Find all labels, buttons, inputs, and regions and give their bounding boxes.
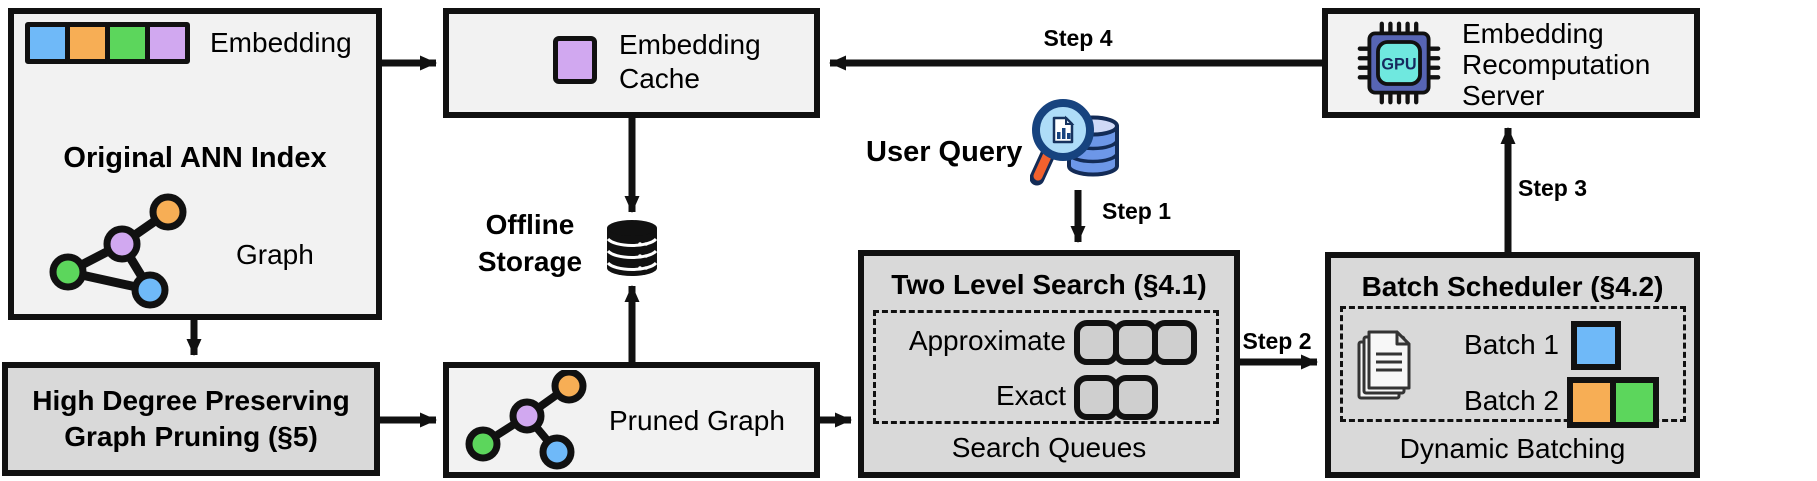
server-title-line1: Embedding (1462, 18, 1604, 49)
exact-queue-row (1074, 375, 1158, 420)
search-queues-panel: Approximate Exact (873, 310, 1219, 424)
magnifier-database-icon (1030, 99, 1119, 186)
graph-pruning-box: High Degree Preserving Graph Pruning (§5… (2, 362, 380, 476)
embedding-cell-green (105, 22, 150, 64)
original-ann-index-box: Embedding Original ANN Index Graph (8, 8, 382, 320)
exact-row-label: Exact (995, 380, 1066, 411)
two-level-search-title: Two Level Search (§4.1) (891, 269, 1207, 300)
pruned-graph-icon (465, 370, 587, 470)
embedding-cell-orange (65, 22, 110, 64)
step1-label: Step 1 (1102, 198, 1172, 224)
queue-slot (1113, 375, 1158, 420)
embedding-label: Embedding (210, 27, 352, 58)
two-level-search-box: Two Level Search (§4.1) Approximate Exac… (858, 250, 1240, 478)
batch2-label: Batch 2 (1464, 385, 1559, 416)
batch2-color-swatch-orange (1567, 377, 1616, 428)
batch1-label: Batch 1 (1464, 329, 1559, 360)
server-title-line3: Server (1462, 80, 1545, 111)
database-icon (606, 220, 658, 276)
offline-storage-label: Offline Storage (455, 206, 605, 280)
batch2-swatches (1567, 377, 1659, 428)
step3-label: Step 3 (1518, 175, 1588, 201)
cached-embedding-icon (553, 36, 597, 84)
embedding-cell-purple (145, 22, 190, 64)
pruned-graph-box: Pruned Graph (443, 362, 820, 478)
gpu-chip-label: GPU (1381, 56, 1416, 74)
queue-slot (1152, 320, 1197, 365)
embedding-cell-blue (25, 22, 70, 64)
step4-label: Step 4 (1043, 25, 1113, 51)
original-ann-index-title: Original ANN Index (63, 142, 327, 174)
documents-icon (1357, 330, 1411, 400)
graph-pruning-title-line1: High Degree Preserving (32, 385, 350, 416)
recomputation-server-box: GPU Embedding Recomputation Server (1322, 8, 1700, 118)
offline-storage-line1: Offline (485, 209, 575, 240)
batch1-color-swatch (1571, 321, 1621, 370)
batch2-color-swatch-green (1610, 377, 1659, 428)
search-queues-caption: Search Queues (951, 432, 1147, 463)
graph-icon (49, 193, 187, 309)
step2-label: Step 2 (1242, 328, 1312, 354)
embedding-vector-icon (25, 22, 190, 64)
gpu-chip-icon: GPU (1357, 21, 1441, 105)
dynamic-batching-caption: Dynamic Batching (1399, 433, 1626, 464)
queue-slot (1074, 375, 1119, 420)
batch-scheduler-title: Batch Scheduler (§4.2) (1361, 271, 1664, 302)
embedding-cache-title-line2: Cache (619, 63, 700, 94)
batch-scheduler-box: Batch Scheduler (§4.2) Batch 1 Batch 2 D… (1325, 252, 1700, 478)
dynamic-batching-panel (1340, 306, 1686, 422)
embedding-cache-title-line1: Embedding (619, 29, 761, 60)
graph-label: Graph (236, 239, 314, 270)
graph-pruning-title-line2: Graph Pruning (§5) (64, 421, 318, 452)
approximate-queue-row (1074, 320, 1197, 365)
user-query-label: User Query (866, 136, 1023, 168)
server-title-line2: Recomputation (1462, 49, 1651, 80)
offline-storage-line2: Storage (477, 246, 583, 277)
approximate-row-label: Approximate (908, 325, 1066, 356)
pruned-graph-label: Pruned Graph (609, 405, 785, 436)
embedding-cache-box: Embedding Cache (443, 8, 820, 118)
